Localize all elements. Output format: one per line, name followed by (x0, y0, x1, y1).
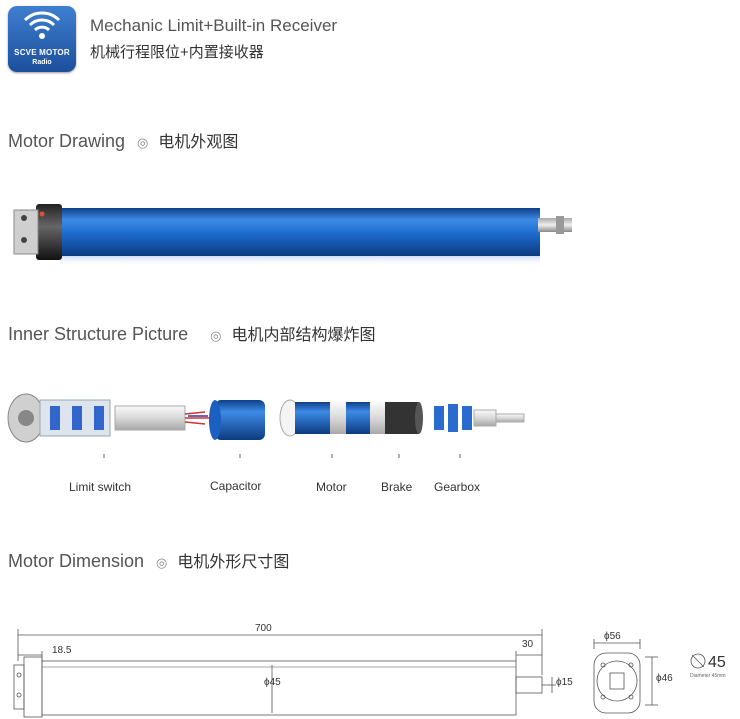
section-title-en: Motor Dimension (8, 551, 145, 571)
part-label-brake: Brake (381, 480, 413, 494)
tube-symbol-note: Diameter 45mm (690, 673, 726, 679)
section-title-structure: Inner Structure Picture ◎ 电机内部结构爆炸图 (8, 321, 375, 345)
brand-logo: SCVE MOTOR Radio (8, 6, 76, 72)
dim-head-width: ϕ56 (604, 631, 621, 642)
header-title-cn: 机械行程限位+内置接收器 (90, 44, 264, 61)
brake-part (385, 402, 423, 434)
tube-symbol-value: 45 (708, 654, 726, 671)
dim-shaft-length: 30 (522, 639, 534, 650)
capacitor-part (209, 400, 265, 440)
radio-waves-icon (23, 11, 61, 39)
header-title-en: Mechanic Limit+Built-in Receiver (90, 16, 338, 35)
section-title-en: Motor Drawing (8, 131, 126, 151)
section-title-cn: 电机外观图 (158, 134, 239, 151)
dim-shaft-diameter: ϕ15 (556, 677, 573, 688)
logo-text: SCVE MOTOR (14, 48, 70, 57)
output-shaft (538, 218, 572, 232)
section-title-cn: 电机内部结构爆炸图 (231, 327, 376, 344)
part-label-limit-switch: Limit switch (69, 480, 132, 494)
part-label-motor: Motor (316, 480, 347, 494)
gearbox-part (434, 404, 525, 432)
motor-head (36, 204, 62, 260)
dimension-drawing: 700 18.5 30 ϕ45 ϕ15 ϕ56 ϕ46 45 Diameter … (13, 623, 726, 718)
motor-tube (60, 208, 540, 256)
dim-head-height: ϕ46 (656, 673, 673, 684)
bullet-icon: ◎ (156, 555, 168, 570)
motor-part (279, 399, 386, 437)
limit-switch-part (7, 393, 210, 443)
bullet-icon: ◎ (137, 135, 149, 150)
tube-reflection (60, 256, 540, 266)
section-title-drawing: Motor Drawing ◎ 电机外观图 (8, 128, 238, 152)
part-label-capacitor: Capacitor (210, 479, 262, 493)
motor-drawing (13, 204, 572, 266)
section-title-cn: 电机外形尺寸图 (177, 554, 290, 571)
section-title-en: Inner Structure Picture (8, 324, 189, 344)
dim-diameter: ϕ45 (264, 677, 281, 688)
part-label-gearbox: Gearbox (434, 480, 481, 494)
logo-subtext: Radio (32, 59, 52, 66)
dim-length: 700 (255, 623, 272, 634)
exploded-view (7, 393, 525, 458)
bullet-icon: ◎ (210, 328, 222, 343)
section-title-dimension: Motor Dimension ◎ 电机外形尺寸图 (8, 548, 289, 572)
dim-offset: 18.5 (52, 645, 72, 656)
